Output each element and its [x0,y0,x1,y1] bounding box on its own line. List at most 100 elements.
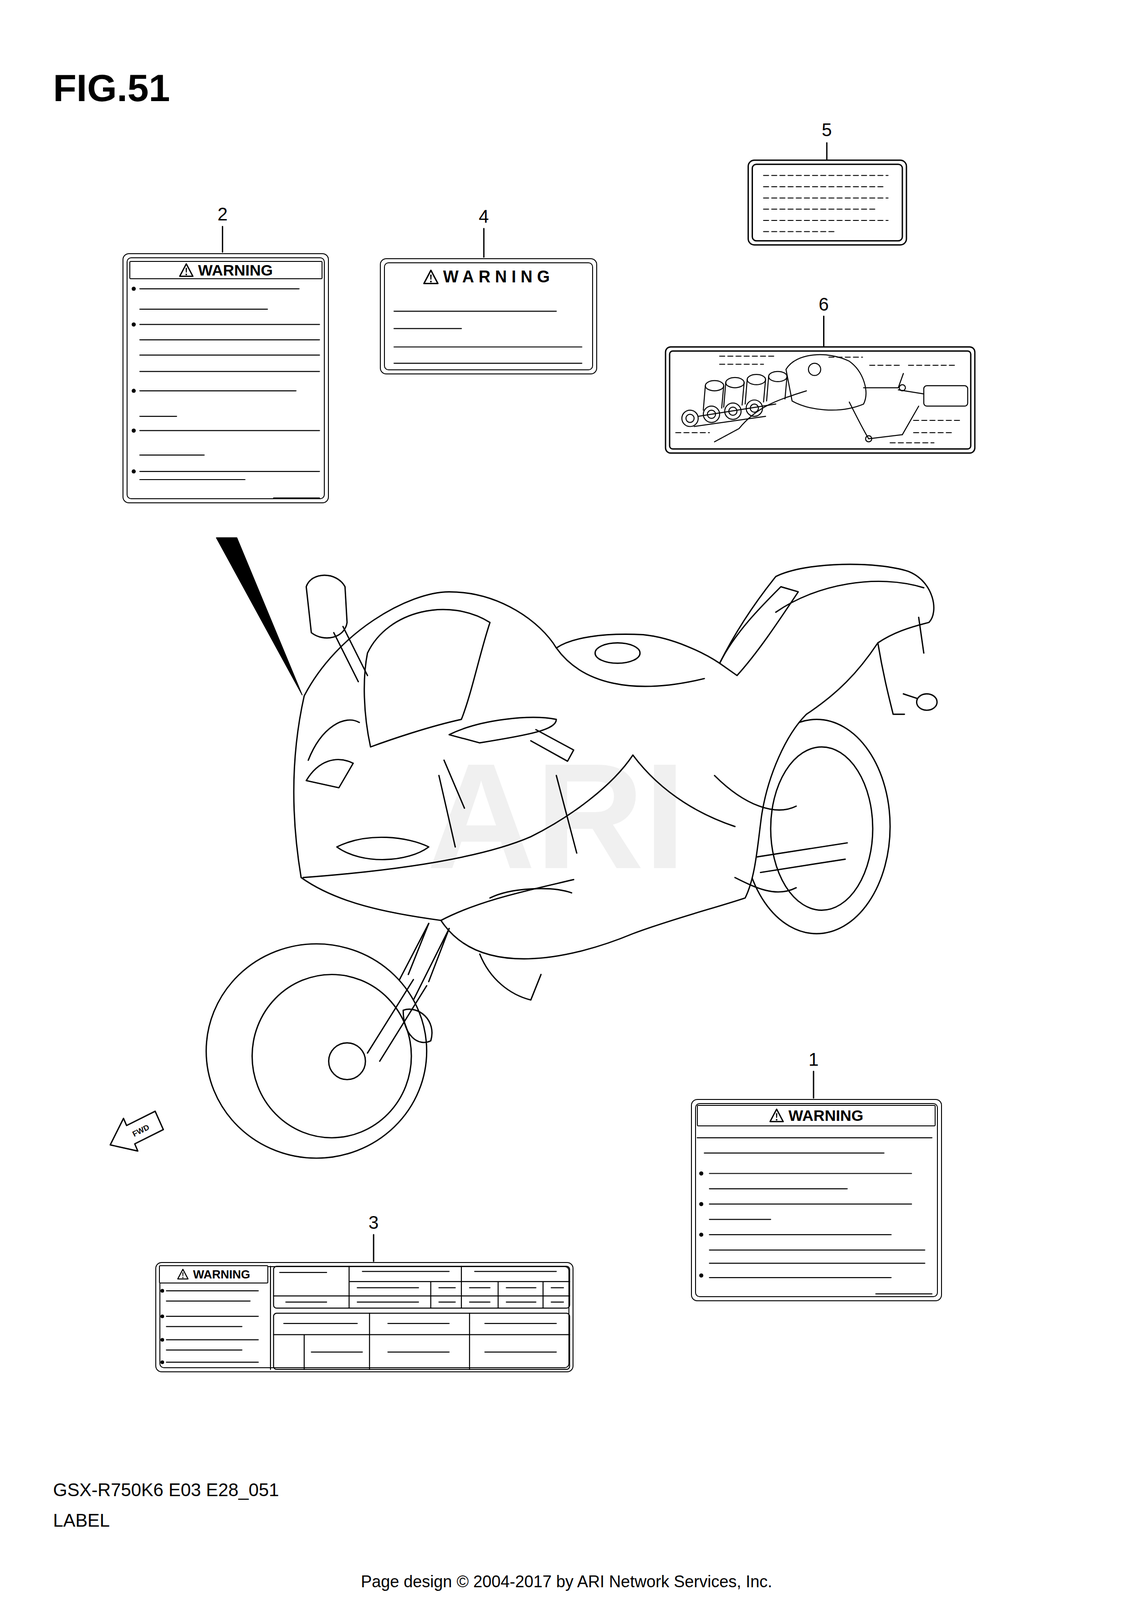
placeholder-text-part-part [131,322,136,327]
hose-routing-label-part-part [703,376,788,411]
hose-routing-label-part-part [863,373,904,388]
hose-routing-label-part-part [865,435,872,442]
placeholder-table-part-part [160,1314,164,1319]
placeholder-table-part-part [160,1338,164,1342]
motorcycle-part [333,626,368,682]
hose-routing-label-part-part [913,419,962,421]
label-sticker-part-part [763,220,888,221]
placeholder-table-part [273,1266,570,1309]
hose-routing-label-part-part [719,355,776,357]
copyright-note: Page design © 2004-2017 by ARI Network S… [360,1573,773,1591]
placeholder-text [131,286,320,499]
motorcycle-part [479,954,541,1001]
motorcycle-part [735,877,797,893]
leader-line-part [221,226,224,252]
hose-routing-label [665,347,975,454]
placeholder-text-part [697,1137,932,1295]
warning-header: WARNING [158,1265,269,1284]
pointer-wedge [216,537,302,696]
placeholder-table-part [279,1271,564,1303]
leader-line-part [483,228,485,258]
placeholder-table-part [273,1313,570,1370]
warning-heading: WARNING [198,262,273,278]
warning-label: WARNING [122,253,329,504]
callout-number: 1 [808,1050,819,1069]
callout-number: 4 [478,207,489,226]
warning-triangle [423,269,439,285]
inner-border [126,257,325,500]
placeholder-table-part [160,1289,164,1365]
hose-routing-label-part [669,351,971,450]
callout-number: 3 [368,1213,379,1232]
hose-routing-label-part-part [714,390,807,442]
warning-label: WARNING [155,1262,574,1373]
placeholder-text-part [394,311,582,364]
hose-routing-label-part [675,356,962,443]
warning-triangle [177,1268,189,1280]
warning-triangle-outline [177,1269,189,1280]
motorcycle-part [594,642,640,664]
label-sticker-part-part [763,208,878,210]
placeholder-text-part-part [131,388,136,394]
warning-triangle-outline [423,270,438,284]
hose-routing-label-part-part [829,356,863,358]
motorcycle-part [306,720,360,789]
label-sticker [748,160,907,246]
hose-routing-label-part-part [913,432,955,434]
warning-exclamation [775,1113,778,1121]
placeholder-table-part-part [160,1360,164,1365]
placeholder-text [697,1137,932,1295]
label-sticker-part-part [763,231,837,233]
hose-routing-label-part-part [705,380,724,391]
motorcycle-part [293,564,934,959]
motorcycle-part [916,693,937,711]
hose-routing-label-part-part [786,354,867,411]
warning-heading: WARNING [788,1107,864,1124]
hose-routing-label-part-part [890,442,934,444]
placeholder-table-part [273,1313,570,1370]
hose-routing-label-part-part [747,374,766,385]
placeholder-text-part-part [699,1273,704,1278]
motorcycle-part [328,1043,366,1080]
label-sticker-part [748,160,907,246]
hose-routing-label-part [681,354,968,442]
warning-header: WARNING [696,1105,936,1127]
motorcycle-part [306,575,348,639]
label-sticker-part [763,175,888,232]
warning-exclamation [182,1272,184,1279]
warning-triangle [769,1108,784,1123]
warning-triangle-outline [179,264,193,277]
watermark: ARI [426,741,686,892]
motorcycle-part [403,1009,432,1043]
hose-routing-label-part-part [849,402,903,440]
placeholder-table-part [273,1266,570,1309]
placeholder-text-part-part [699,1232,704,1237]
placeholder-table-part [270,1266,272,1370]
motorcycle-part [903,693,919,699]
hose-routing-label-part-part [869,364,903,366]
warning-header: WARNING [387,264,590,290]
placeholder-text-part-part [699,1171,704,1176]
hose-routing-label-part-part [719,363,764,365]
label-sticker-part-part [763,174,888,176]
motorcycle-part [337,837,430,860]
hose-routing-label-part-part [675,432,710,434]
warning-triangle-outline [770,1109,784,1122]
hose-routing-label-part-part [923,385,968,407]
placeholder-text-part-part [131,286,136,292]
motorcycle-part [252,974,412,1138]
label-sticker-part-part [763,197,888,199]
hose-routing-label-part-part [899,384,906,391]
hose-routing-label-part-part [898,389,924,435]
leader-line-part [813,1071,815,1098]
leader-line-part [373,1234,375,1262]
hose-routing-label-part [665,347,975,454]
warning-heading: WARNING [443,268,555,286]
hose-routing-label-part-part [768,371,787,382]
motorcycle [206,564,938,1159]
motorcycle-part [719,586,799,676]
warning-triangle [179,262,194,278]
placeholder-table-part-part [160,1289,164,1293]
hose-routing-label-part-part [681,410,699,427]
